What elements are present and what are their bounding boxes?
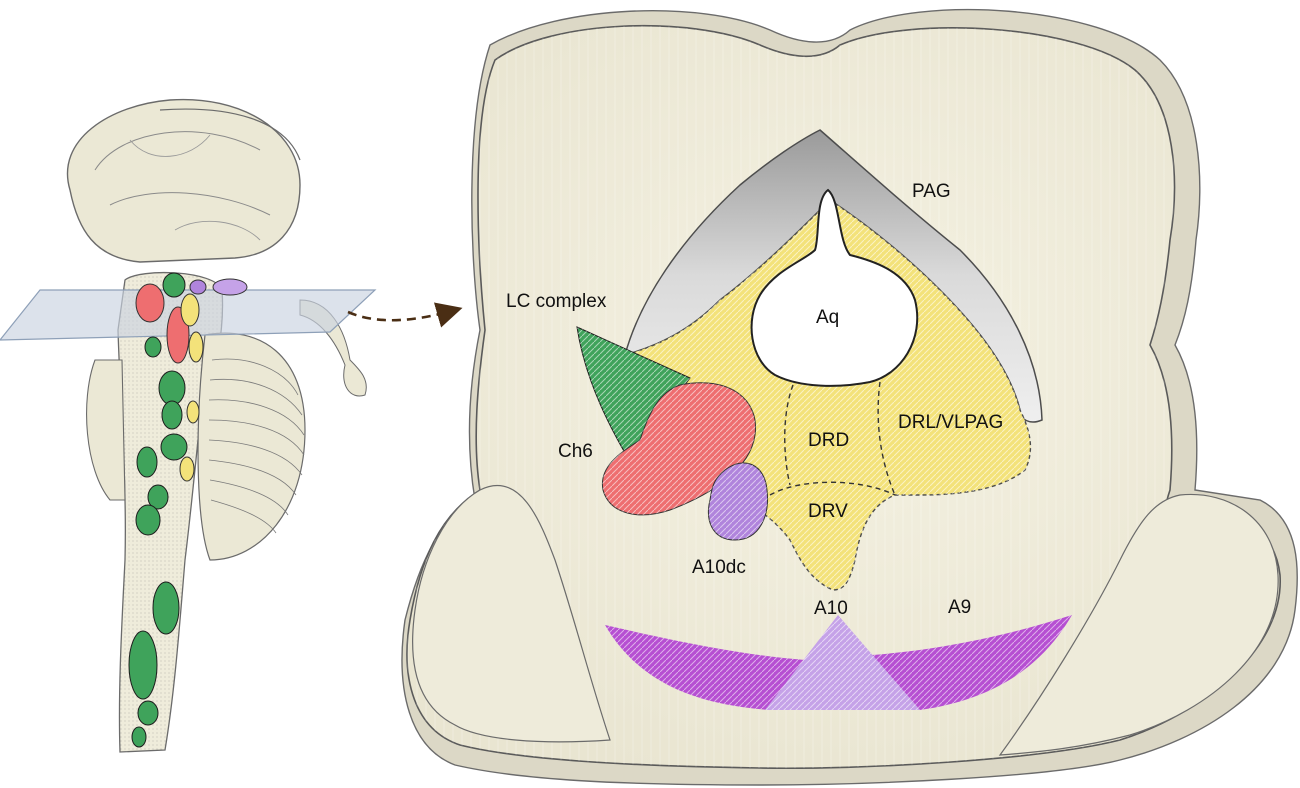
label-a10dc: A10dc bbox=[692, 557, 746, 578]
sagittal-brain-illustration bbox=[0, 98, 377, 753]
label-a10: A10 bbox=[814, 598, 848, 619]
label-pag: PAG bbox=[912, 181, 951, 202]
cerebrum-shape bbox=[66, 98, 301, 263]
label-a9: A9 bbox=[948, 597, 971, 618]
label-lc-complex: LC complex bbox=[506, 291, 607, 312]
right-peduncle-lobe bbox=[998, 493, 1279, 756]
label-drl-vlpag: DRL/VLPAG bbox=[898, 412, 1003, 433]
aqueduct bbox=[750, 188, 919, 387]
drd-boundary bbox=[784, 384, 794, 486]
label-drd: DRD bbox=[808, 430, 849, 451]
drd-drv-boundary bbox=[769, 481, 896, 496]
label-drv: DRV bbox=[808, 501, 848, 522]
label-aq: Aq bbox=[816, 307, 839, 328]
midbrain-cross-section bbox=[401, 8, 1298, 786]
left-peduncle-lobe bbox=[412, 484, 611, 743]
region-labels: PAG Aq LC complex Ch6 DRD DRV DRL/VLPAG … bbox=[506, 181, 1003, 619]
zoom-arrow bbox=[347, 302, 463, 328]
label-ch6: Ch6 bbox=[558, 441, 593, 462]
drd-drl-boundary bbox=[877, 381, 896, 496]
cerebellum-shape bbox=[197, 332, 306, 561]
